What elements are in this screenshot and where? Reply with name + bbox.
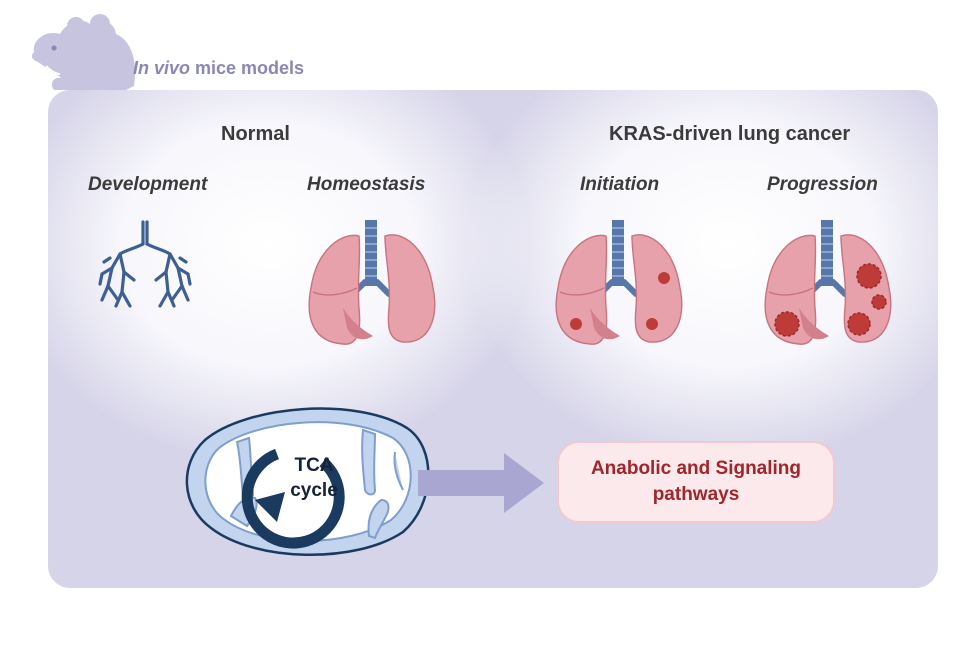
mice-models-label: In vivo mice models bbox=[133, 58, 305, 78]
branching-airway-icon bbox=[98, 220, 192, 308]
lung-progression-icon bbox=[764, 220, 892, 345]
tumor-mark bbox=[658, 272, 670, 284]
pathways-line2: pathways bbox=[652, 484, 740, 505]
tumor-mark bbox=[774, 311, 800, 337]
tumor-mark bbox=[856, 263, 882, 289]
tumor-mark bbox=[847, 312, 871, 336]
mitochondrion-icon bbox=[185, 407, 430, 557]
lung-initiation-icon bbox=[555, 220, 683, 345]
pathways-box: Anabolic and Signaling pathways bbox=[557, 441, 835, 523]
normal-title: Normal bbox=[221, 123, 290, 145]
cancer-title: KRAS-driven lung cancer bbox=[609, 123, 851, 145]
tca-cycle-label: TCA cycle bbox=[290, 455, 338, 501]
tumor-mark bbox=[646, 318, 658, 330]
flow-arrow bbox=[418, 453, 544, 513]
stage-progression: Progression bbox=[767, 174, 878, 195]
stage-development: Development bbox=[88, 174, 208, 195]
stage-homeostasis: Homeostasis bbox=[307, 174, 426, 195]
lung-homeostasis-icon bbox=[308, 220, 436, 345]
tumor-mark bbox=[871, 294, 887, 310]
mouse-icon bbox=[31, 14, 136, 90]
tumor-mark bbox=[570, 318, 582, 330]
pathways-line1: Anabolic and Signaling bbox=[590, 458, 802, 479]
stage-initiation: Initiation bbox=[580, 174, 660, 195]
